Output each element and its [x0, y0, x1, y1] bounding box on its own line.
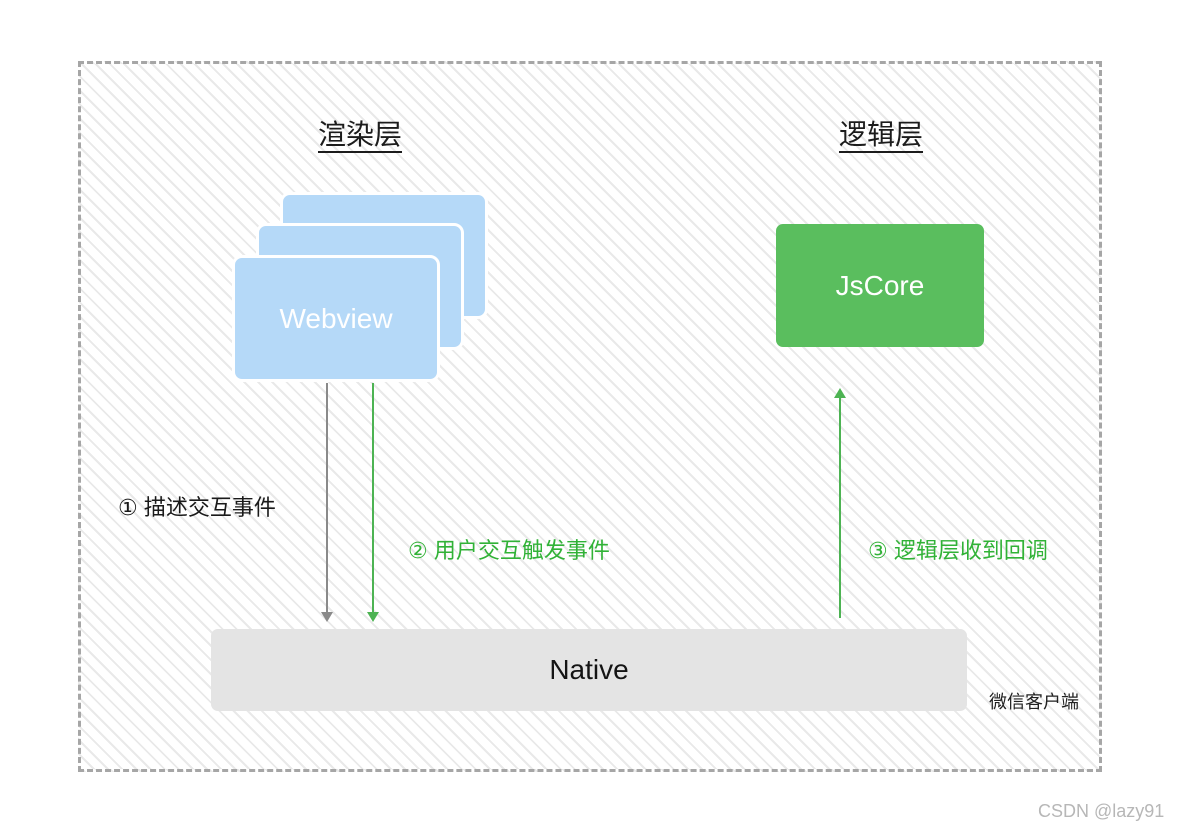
arrow-down-icon: [367, 612, 379, 622]
arrow-up-icon: [834, 388, 846, 398]
wechat-client-label: 微信客户端: [989, 692, 1079, 712]
render-layer-title: 渲染层: [317, 119, 403, 150]
webview-card-front: Webview: [232, 255, 440, 382]
step3-label: ③ 逻辑层收到回调: [868, 538, 1048, 563]
logic-layer-title: 逻辑层: [838, 119, 924, 150]
native-bar: Native: [211, 629, 967, 711]
jscore-label: JsCore: [835, 269, 925, 301]
native-label: Native: [549, 654, 629, 685]
trigger-event-arrow-line: [372, 383, 374, 613]
jscore-box: JsCore: [776, 224, 984, 347]
step2-label: ② 用户交互触发事件: [408, 538, 610, 563]
callback-arrow: [834, 388, 846, 618]
describe-event-arrow-line: [326, 383, 328, 613]
callback-arrow-line: [839, 397, 841, 618]
webview-label: Webview: [279, 302, 393, 334]
csdn-watermark: CSDN @lazy91: [1038, 801, 1165, 821]
arrow-down-icon: [321, 612, 333, 622]
describe-event-arrow: [321, 383, 333, 622]
step1-label: ① 描述交互事件: [118, 495, 276, 520]
trigger-event-arrow: [367, 383, 379, 622]
